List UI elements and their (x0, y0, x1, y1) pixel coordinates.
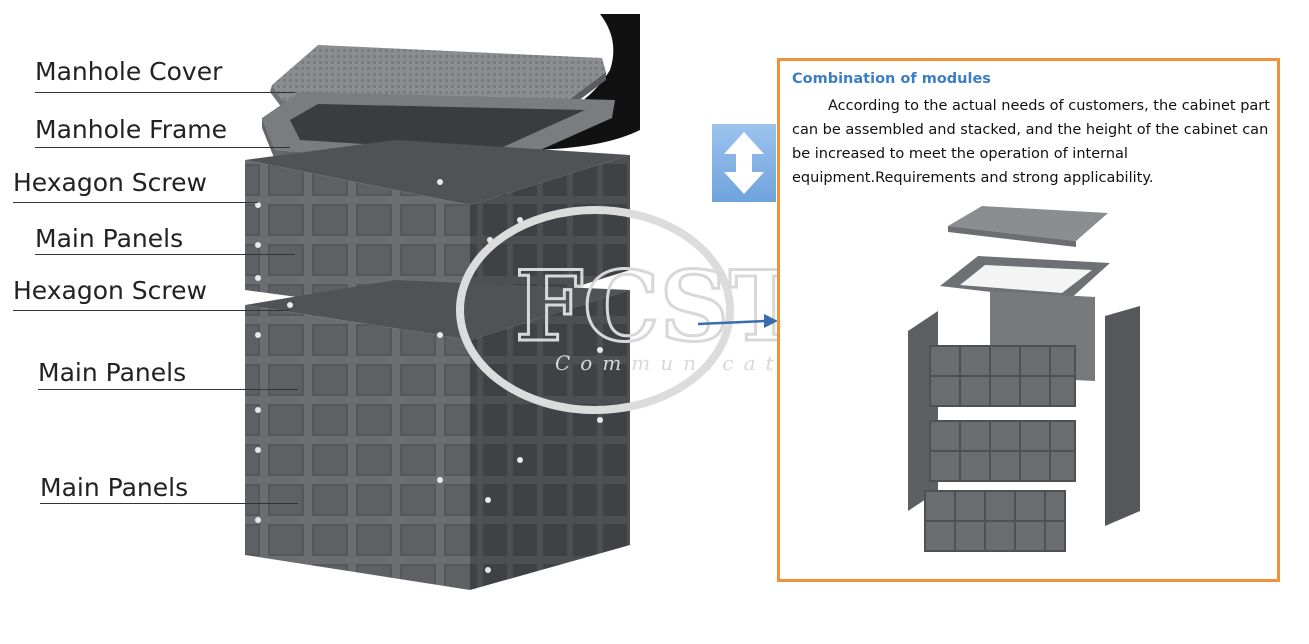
leader-line (35, 254, 295, 255)
leader-line (13, 310, 290, 311)
label-main-panels-3: Main Panels (40, 473, 189, 502)
up-down-arrow-icon (712, 124, 776, 202)
cabinet-illustration (245, 14, 640, 590)
leader-line (35, 92, 295, 93)
hexagon-screw-dots (255, 179, 603, 573)
label-manhole-cover: Manhole Cover (35, 57, 223, 86)
leader-line (38, 389, 298, 390)
label-hexagon-screw-2: Hexagon Screw (13, 276, 207, 305)
label-main-panels-2: Main Panels (38, 358, 187, 387)
label-manhole-frame: Manhole Frame (35, 115, 228, 144)
label-hexagon-screw-1: Hexagon Screw (13, 168, 207, 197)
leader-line (40, 503, 298, 504)
leader-line (13, 202, 258, 203)
lower-module-shape (245, 280, 630, 590)
leader-line (35, 147, 290, 148)
exploded-modules-illustration (908, 206, 1140, 552)
label-main-panels-1: Main Panels (35, 224, 184, 253)
right-arrow-icon (697, 314, 778, 328)
info-panel: Combination of modules According to the … (777, 58, 1280, 582)
panel-title: Combination of modules (792, 71, 991, 87)
panel-body-text: According to the actual needs of custome… (792, 98, 1270, 186)
